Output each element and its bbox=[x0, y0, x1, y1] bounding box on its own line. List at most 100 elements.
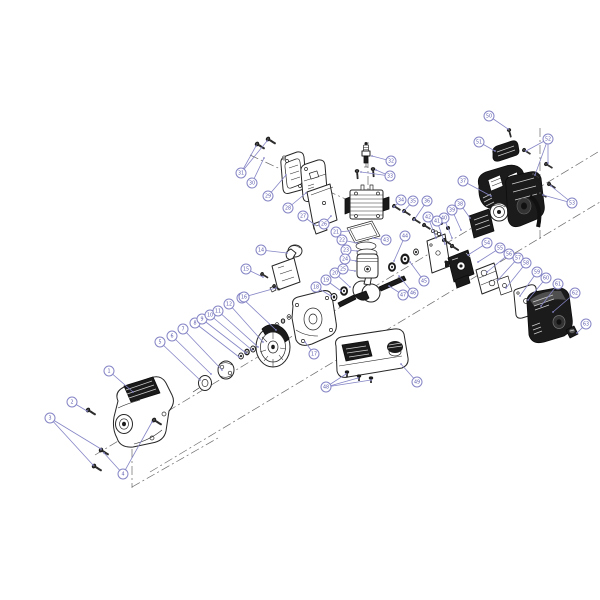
callout-47: 47 bbox=[388, 285, 409, 301]
callout-6: 6 bbox=[166, 330, 212, 375]
callout-number: 36 bbox=[424, 199, 430, 205]
callout-number: 50 bbox=[486, 114, 492, 120]
callout-number: 46 bbox=[410, 291, 416, 297]
callout-10: 10 bbox=[204, 309, 253, 351]
cylinder bbox=[344, 184, 390, 220]
muffler-washer bbox=[281, 155, 287, 161]
callout-number: 25 bbox=[340, 267, 346, 273]
callout-50: 50 bbox=[483, 110, 509, 130]
callout-58: 58 bbox=[505, 257, 532, 289]
callout-number: 30 bbox=[249, 181, 255, 187]
callout-number: 1 bbox=[107, 369, 110, 375]
carb-screw bbox=[449, 242, 461, 253]
callout-21: 21 bbox=[330, 226, 350, 238]
callout-number: 31 bbox=[238, 171, 244, 177]
starter-housing bbox=[505, 171, 545, 228]
callout-60: 60 bbox=[527, 272, 552, 301]
callout-53: 53 bbox=[542, 185, 578, 209]
callout-number: 62 bbox=[572, 291, 578, 297]
air-cleaner-top-cover bbox=[492, 140, 520, 162]
callout-32: 32 bbox=[371, 155, 397, 167]
callout-number: 55 bbox=[497, 246, 503, 252]
callout-30: 30 bbox=[246, 157, 265, 189]
callout-number: 63 bbox=[583, 322, 589, 328]
callout-20: 20 bbox=[329, 267, 351, 288]
callout-31: 31 bbox=[235, 140, 268, 179]
callout-number: 56 bbox=[506, 252, 512, 258]
callout-56: 56 bbox=[486, 248, 515, 273]
piston bbox=[356, 253, 379, 279]
callout-24: 24 bbox=[339, 253, 357, 265]
carb-insulator bbox=[475, 262, 501, 295]
callout-11: 11 bbox=[212, 305, 259, 348]
callout-number: 18 bbox=[313, 285, 319, 291]
ignition-coil bbox=[269, 244, 303, 293]
callout-34: 34 bbox=[393, 194, 407, 208]
callout-number: 22 bbox=[339, 238, 345, 244]
callout-62: 62 bbox=[552, 287, 581, 313]
callout-42: 42 bbox=[422, 211, 437, 239]
callout-39: 39 bbox=[446, 204, 462, 231]
callout-number: 21 bbox=[333, 230, 339, 236]
callout-number: 40 bbox=[441, 216, 447, 222]
callout-number: 15 bbox=[243, 267, 249, 273]
carb-gasket bbox=[496, 275, 513, 296]
callout-12: 12 bbox=[223, 298, 264, 343]
cylinder-bolt bbox=[354, 168, 361, 180]
callout-number: 33 bbox=[387, 174, 393, 180]
callout-51: 51 bbox=[473, 136, 496, 152]
starter-pulley bbox=[489, 202, 509, 222]
callout-25: 25 bbox=[337, 263, 356, 275]
callout-17: 17 bbox=[304, 341, 320, 360]
callout-57: 57 bbox=[497, 252, 524, 281]
small-screw bbox=[411, 216, 422, 226]
callout-18: 18 bbox=[310, 281, 332, 297]
callout-38: 38 bbox=[454, 198, 471, 219]
callout-number: 47 bbox=[400, 293, 406, 299]
callout-16: 16 bbox=[238, 287, 277, 303]
callout-number: 16 bbox=[241, 295, 247, 301]
callout-37: 37 bbox=[457, 175, 492, 197]
callout-number: 11 bbox=[215, 309, 221, 315]
callout-number: 48 bbox=[323, 385, 329, 391]
callout-number: 49 bbox=[414, 380, 420, 386]
callout-number: 45 bbox=[421, 279, 427, 285]
callout-9: 9 bbox=[196, 313, 247, 354]
cylinder-bolt bbox=[370, 166, 377, 178]
callout-5: 5 bbox=[154, 336, 201, 381]
callout-number: 19 bbox=[323, 278, 329, 284]
callout-29: 29 bbox=[262, 174, 287, 202]
callout-number: 51 bbox=[476, 140, 482, 146]
callout-number: 2 bbox=[70, 400, 73, 406]
callout-63: 63 bbox=[576, 318, 592, 334]
callout-28: 28 bbox=[282, 192, 307, 214]
callout-14: 14 bbox=[255, 244, 288, 256]
callout-number: 8 bbox=[193, 321, 196, 327]
callout-number: 4 bbox=[121, 472, 124, 478]
callout-35: 35 bbox=[402, 195, 419, 213]
clutch-drum bbox=[192, 375, 212, 393]
callout-number: 28 bbox=[285, 206, 291, 212]
callout-number: 58 bbox=[523, 261, 529, 267]
muffler-cover bbox=[280, 151, 307, 194]
callout-22: 22 bbox=[336, 234, 358, 246]
spark-plug bbox=[361, 142, 371, 168]
callout-43: 43 bbox=[372, 234, 392, 246]
callout-number: 53 bbox=[569, 201, 575, 207]
engine-plate bbox=[426, 233, 451, 274]
crank-bearing bbox=[388, 262, 396, 272]
crank-seal bbox=[330, 292, 338, 302]
callout-4: 4 bbox=[103, 421, 153, 480]
callout-layer: 1234567891011121314151617181920212223242… bbox=[44, 110, 592, 480]
callout-number: 41 bbox=[434, 219, 440, 225]
callout-number: 10 bbox=[207, 313, 213, 319]
parts bbox=[84, 127, 579, 474]
choke-knob bbox=[565, 325, 579, 339]
callout-number: 57 bbox=[515, 256, 521, 262]
callout-number: 3 bbox=[48, 416, 51, 422]
air-filter-cover bbox=[526, 287, 573, 344]
callout-number: 7 bbox=[181, 327, 184, 333]
callout-59: 59 bbox=[519, 266, 543, 297]
callout-33: 33 bbox=[360, 169, 396, 182]
